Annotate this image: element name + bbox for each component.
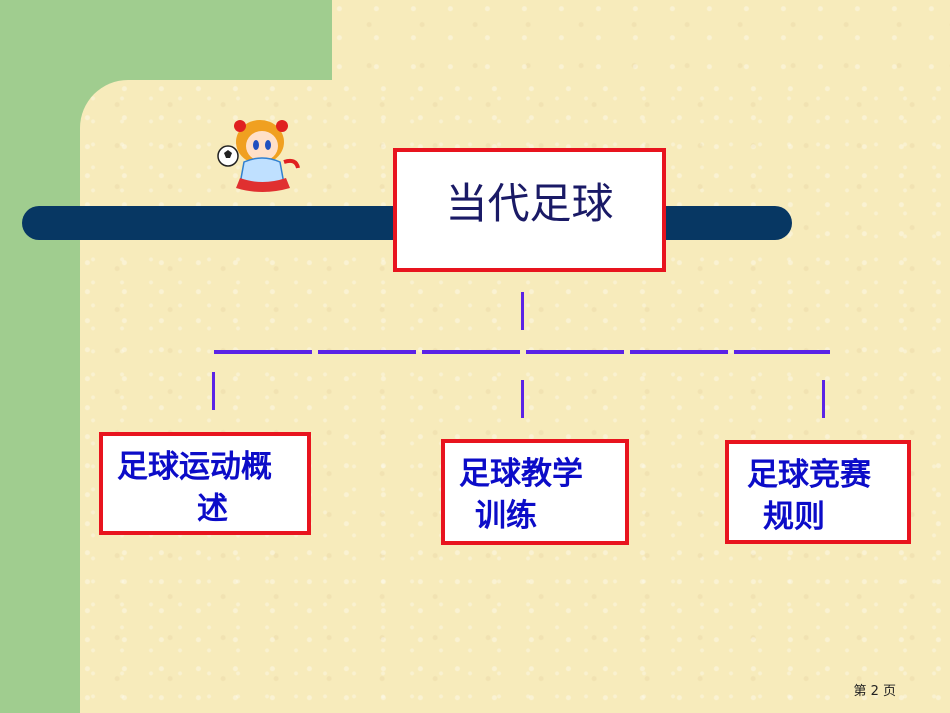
branch-node-overview: 足球运动概 述	[99, 432, 311, 535]
branch-node-teaching: 足球教学 训练	[441, 439, 629, 545]
connector-right-vertical	[822, 380, 825, 418]
branch-label-line1: 足球竞赛	[747, 457, 871, 493]
branch-label-line1: 足球教学	[459, 456, 583, 492]
branch-label-line1: 足球运动概	[117, 449, 272, 485]
root-node: 当代足球	[393, 148, 666, 272]
connector-root-vertical	[521, 292, 524, 330]
connector-left-vertical	[212, 372, 215, 410]
page-number: 第 2 页	[853, 684, 896, 699]
connector-middle-vertical	[521, 380, 524, 418]
branch-node-rules: 足球竞赛 规则	[725, 440, 911, 544]
branch-label-line2: 规则	[763, 499, 825, 535]
cartoon-soccer-girl-icon	[217, 120, 300, 192]
connector-horizontal	[214, 350, 830, 354]
slide-background-top	[332, 0, 950, 82]
branch-label-line2: 训练	[475, 498, 537, 534]
root-title: 当代足球	[445, 179, 614, 228]
branch-label-line2: 述	[197, 491, 228, 527]
